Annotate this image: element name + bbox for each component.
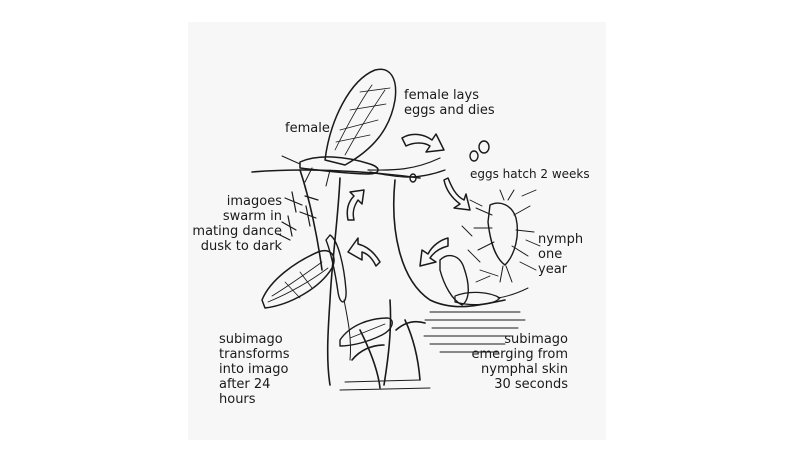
label-female: female <box>285 121 330 136</box>
arrow-to-nymph <box>443 177 471 211</box>
eggs <box>409 140 490 183</box>
nymph <box>461 189 541 283</box>
label-subimago-transforms: subimago transforms into imago after 24 … <box>219 332 290 407</box>
egg <box>469 150 479 162</box>
imagoes-swarm <box>277 191 319 241</box>
illustration-panel <box>188 22 606 440</box>
arrow-to-imago <box>347 237 381 267</box>
label-subimago-emerging: subimago emerging from nymphal skin 30 s… <box>471 332 568 392</box>
egg <box>478 140 490 154</box>
label-eggs-hatch: eggs hatch 2 weeks <box>470 167 590 181</box>
egg <box>409 173 417 183</box>
cycle-arrows <box>346 133 471 267</box>
label-female-lays-eggs: female lays eggs and dies <box>404 88 495 118</box>
label-imagoes-swarm: imagoes swarm in mating dance dusk to da… <box>192 194 282 254</box>
emerging-subimago <box>339 254 529 347</box>
arrow-to-swarm <box>346 189 365 221</box>
arrow-to-eggs <box>401 133 445 153</box>
water-surface <box>339 311 526 391</box>
plant-stems <box>251 169 506 389</box>
female-mayfly <box>281 68 446 187</box>
arrow-to-subimago <box>419 237 449 267</box>
label-nymph: nymph one year <box>538 232 584 277</box>
